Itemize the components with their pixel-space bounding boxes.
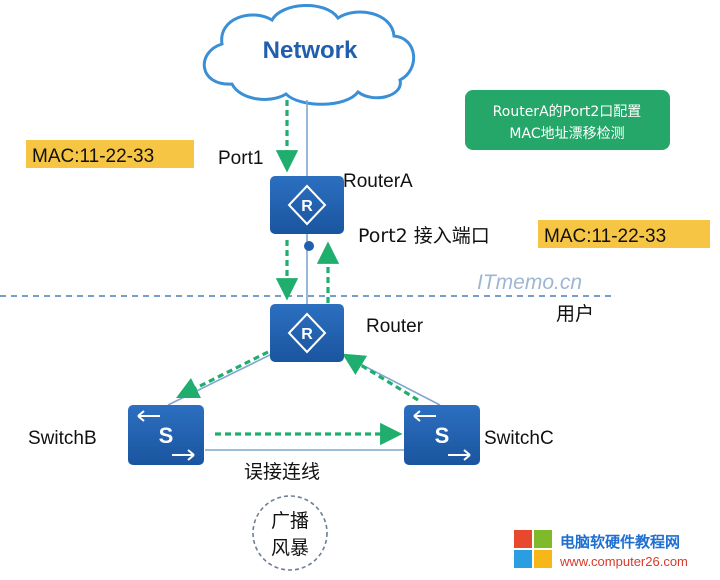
router-a-body — [270, 176, 344, 234]
misconnect-label: 误接连线 — [244, 461, 320, 483]
arrow-switchc-to-router — [342, 353, 419, 402]
router-a-label: RouterA — [343, 171, 413, 192]
switch-c-label: SwitchC — [484, 428, 554, 449]
router-a-glyph: R — [301, 198, 313, 215]
switch-c-arrow-right-icon — [448, 449, 471, 461]
note-line-1: RouterA的Port2口配置 — [493, 104, 642, 120]
router-label: Router — [366, 316, 424, 337]
windows-logo-icon — [514, 530, 552, 568]
storm-line-1: 广播 — [271, 510, 309, 532]
mac-tag-left-bg — [26, 140, 194, 168]
watermark: ITmemo.cn — [477, 271, 582, 294]
router-body — [270, 304, 344, 362]
router-diamond-icon — [287, 312, 327, 354]
footer-logo-title: 电脑软硬件教程网 — [560, 533, 680, 551]
router-a: R — [270, 176, 344, 234]
router-a-diamond-icon — [287, 184, 327, 226]
cloud-label: Network — [263, 37, 358, 64]
switch-c-body — [404, 405, 480, 465]
traffic-arrows — [175, 100, 419, 446]
switch-b-label: SwitchB — [28, 428, 97, 449]
port1-label: Port1 — [218, 148, 263, 169]
switch-b: S — [128, 405, 204, 465]
port2-dot — [304, 241, 314, 251]
router-glyph: R — [301, 326, 313, 343]
storm-line-2: 风暴 — [271, 537, 309, 559]
mac-tag-right-bg — [538, 220, 710, 248]
mac-tag-left: MAC:11-22-33 — [32, 146, 154, 167]
network-cloud: Network — [202, 4, 416, 106]
arrow-router-to-switchb — [175, 350, 269, 399]
note-box — [465, 90, 670, 150]
mac-tag-right: MAC:11-22-33 — [544, 226, 666, 247]
storm-circle — [252, 495, 328, 571]
link-router-switchc — [336, 351, 441, 406]
footer-logo: 电脑软硬件教程网 www.computer26.com — [514, 530, 688, 569]
switch-c-glyph: S — [435, 423, 450, 448]
switch-b-arrow-right-icon — [172, 449, 195, 461]
zone-label: 用户 — [556, 303, 594, 325]
switch-c-arrow-left-icon — [413, 410, 436, 422]
port2-label: Port2 接入端口 — [358, 225, 490, 247]
cloud-shape — [202, 4, 416, 106]
switch-b-glyph: S — [159, 423, 174, 448]
switch-b-body — [128, 405, 204, 465]
note-line-2: MAC地址漂移检测 — [509, 126, 624, 142]
switch-c: S — [404, 405, 480, 465]
footer-logo-url: www.computer26.com — [559, 554, 688, 569]
link-router-switchb — [167, 351, 277, 406]
router: R — [270, 304, 344, 362]
links — [167, 100, 441, 451]
switch-b-arrow-left-icon — [137, 410, 160, 422]
